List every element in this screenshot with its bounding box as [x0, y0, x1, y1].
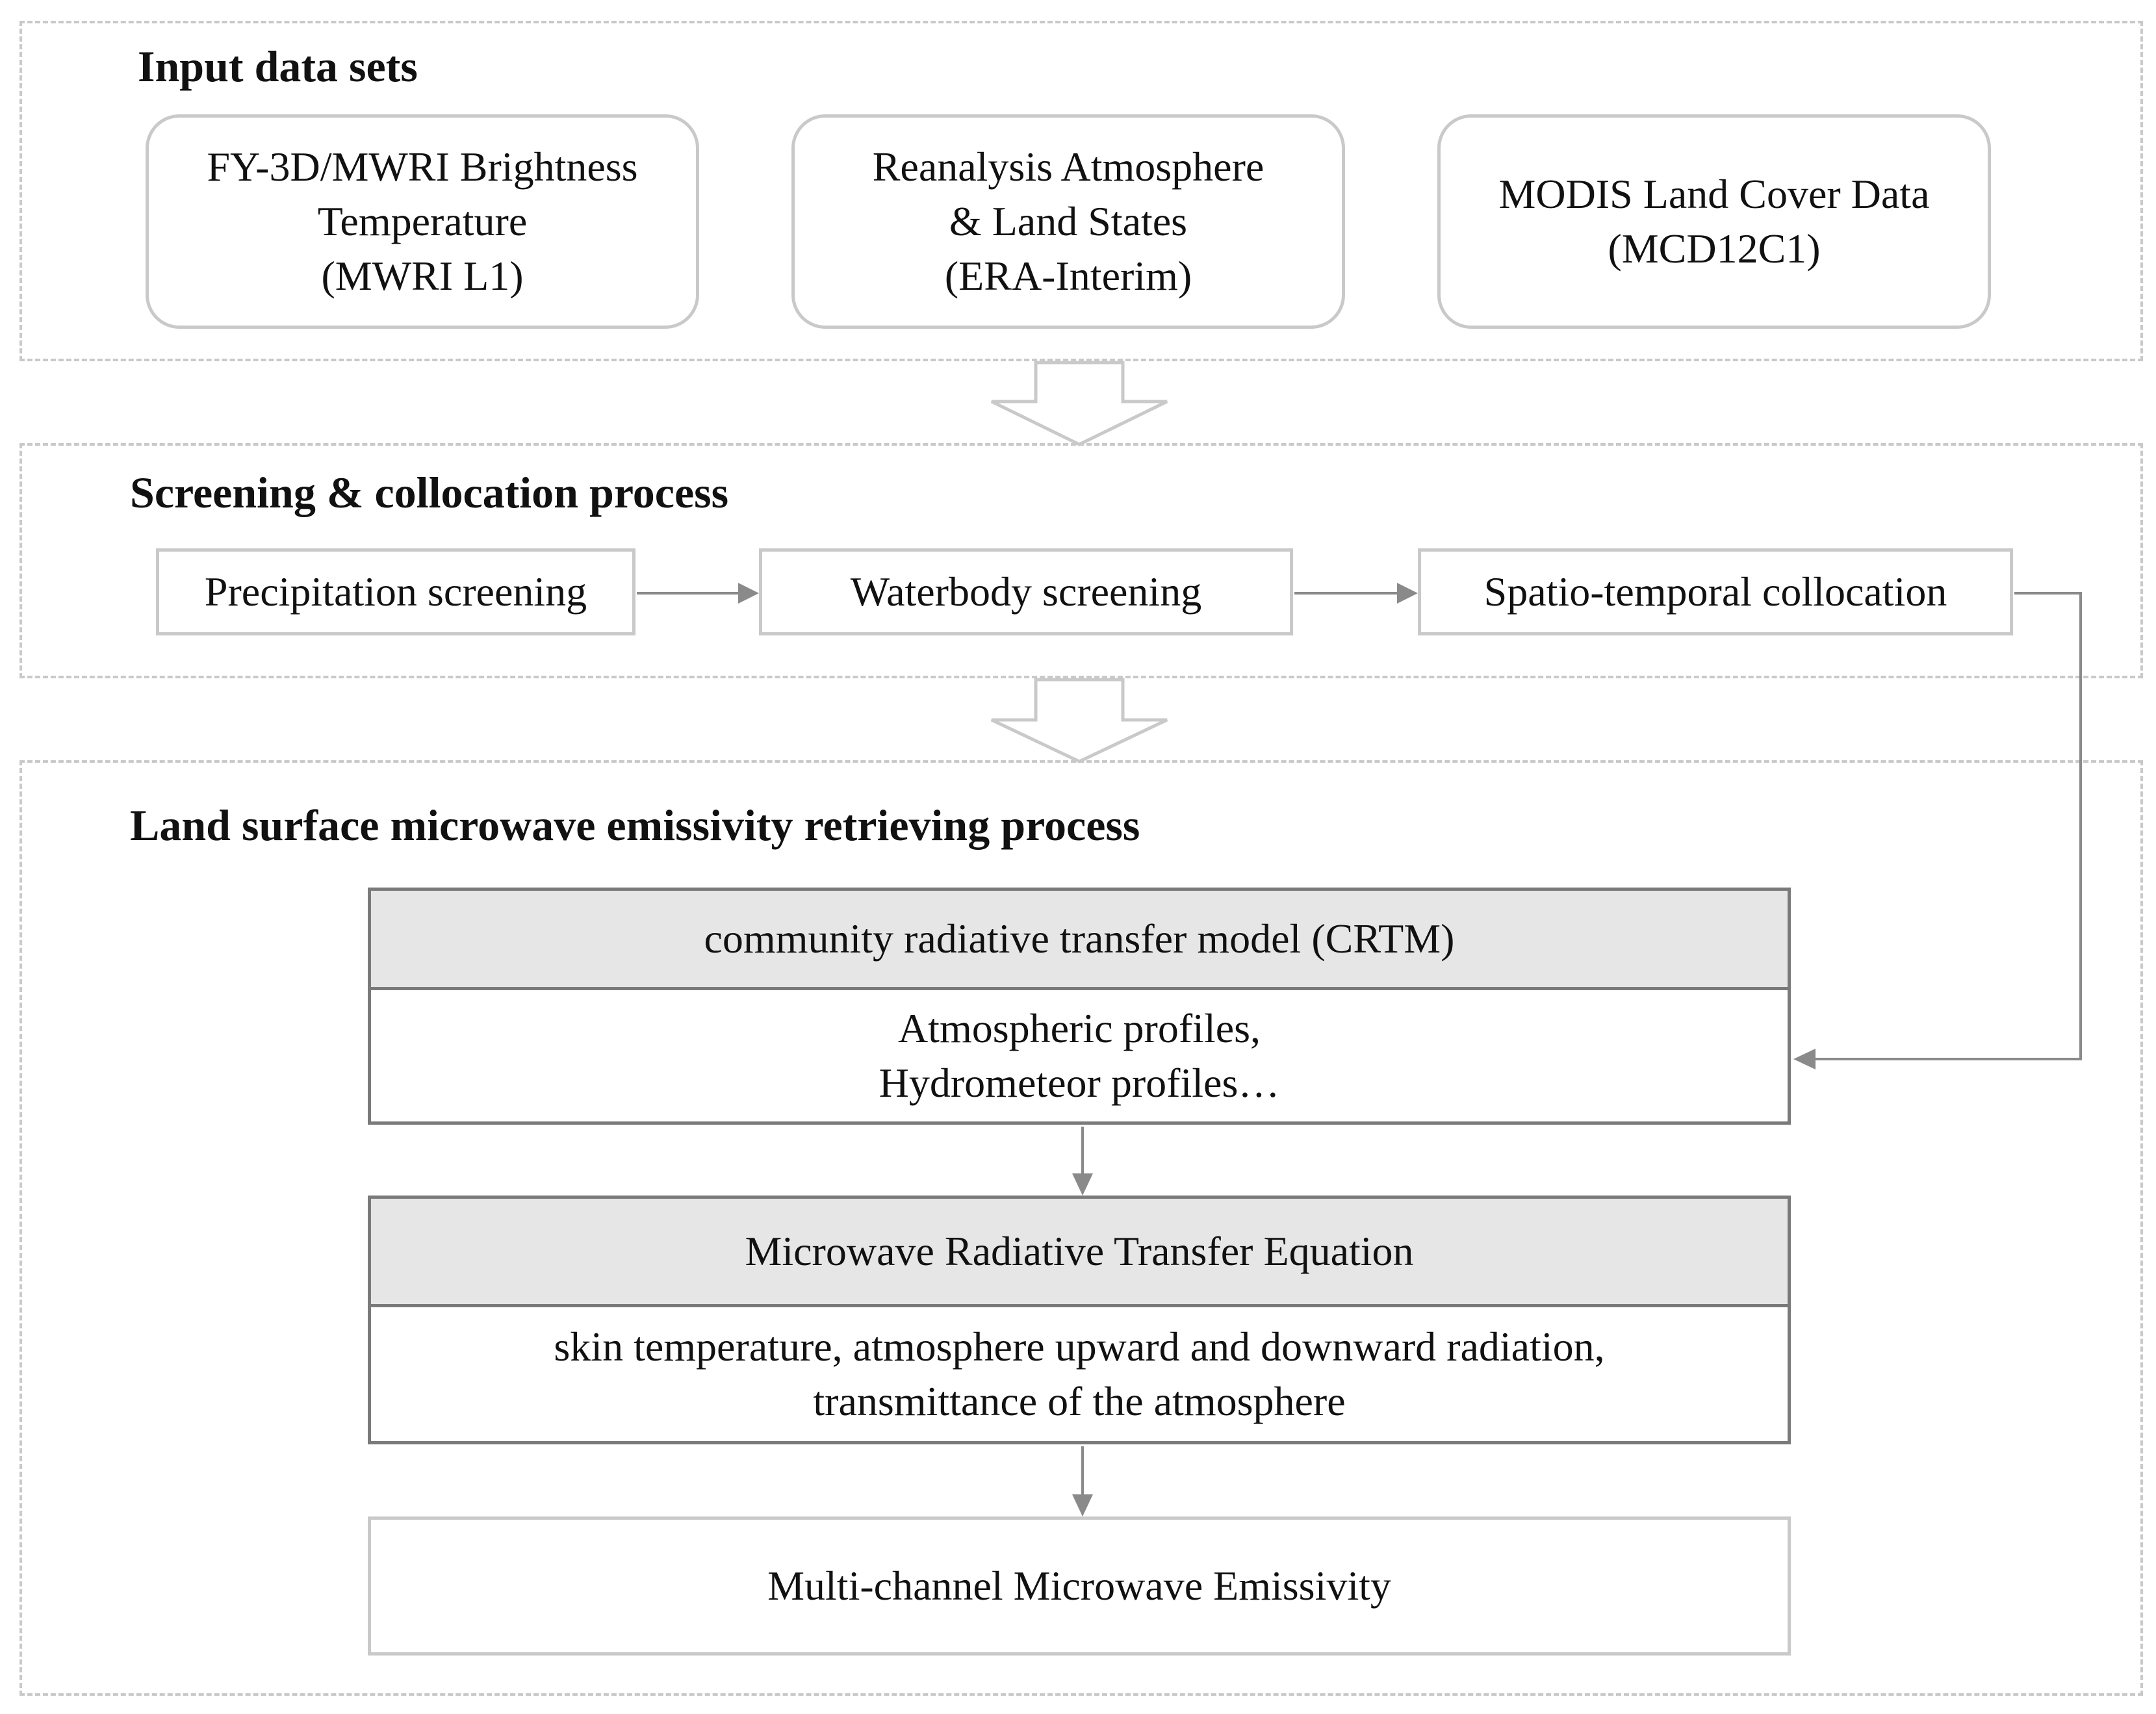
crtm-body: Atmospheric profiles, Hydrometeor profil…: [368, 987, 1791, 1125]
output-emissivity-box: Multi-channel Microwave Emissivity: [368, 1516, 1791, 1656]
mrte-body: skin temperature, atmosphere upward and …: [368, 1304, 1791, 1444]
step-label: Precipitation screening: [204, 569, 587, 615]
arrow-line-colloc-to-crtm: [1813, 592, 2082, 1060]
mrte-header-label: Microwave Radiative Transfer Equation: [745, 1228, 1414, 1274]
input-section-title: Input data sets: [138, 42, 418, 91]
input-box-modis: MODIS Land Cover Data (MCD12C1): [1437, 114, 1991, 329]
screening-section-title: Screening & collocation process: [130, 468, 729, 517]
retrieval-section-title: Land surface microwave emissivity retrie…: [130, 800, 1140, 850]
input-box-era-line: Reanalysis Atmosphere: [872, 144, 1264, 190]
input-box-mwri-line: (MWRI L1): [321, 253, 524, 299]
input-box-modis-line: (MCD12C1): [1608, 225, 1821, 272]
step-precipitation-screening: Precipitation screening: [156, 548, 635, 635]
arrowhead-colloc-to-crtm: [1793, 1049, 1816, 1069]
output-label: Multi-channel Microwave Emissivity: [767, 1563, 1391, 1609]
step-spatio-temporal-collocation: Spatio-temporal collocation: [1418, 548, 2013, 635]
input-box-mwri-line: FY-3D/MWRI Brightness: [207, 144, 638, 190]
arrowhead-mrte-to-output: [1072, 1494, 1093, 1516]
step-label: Spatio-temporal collocation: [1483, 569, 1947, 615]
crtm-header-label: community radiative transfer model (CRTM…: [704, 915, 1455, 962]
crtm-body-line: Atmospheric profiles,: [897, 1005, 1261, 1051]
input-box-era-line: (ERA-Interim): [944, 253, 1192, 299]
arrowhead-crtm-to-mrte: [1072, 1173, 1093, 1196]
mrte-body-line: transmittance of the atmosphere: [813, 1378, 1346, 1424]
arrowhead-precip-to-water: [738, 583, 759, 604]
block-arrow-screening-to-retrieval: [990, 678, 1168, 763]
arrowhead-water-to-colloc: [1397, 583, 1418, 604]
input-box-era-line: & Land States: [949, 198, 1188, 244]
crtm-body-line: Hydrometeor profiles…: [879, 1060, 1280, 1106]
step-label: Waterbody screening: [850, 569, 1202, 615]
block-arrow-input-to-screening: [990, 361, 1168, 446]
step-waterbody-screening: Waterbody screening: [759, 548, 1293, 635]
crtm-header: community radiative transfer model (CRTM…: [368, 888, 1791, 990]
input-box-modis-line: MODIS Land Cover Data: [1498, 171, 1930, 217]
input-box-mwri: FY-3D/MWRI Brightness Temperature (MWRI …: [146, 114, 699, 329]
input-section: [19, 21, 2143, 361]
input-box-era-interim: Reanalysis Atmosphere & Land States (ERA…: [791, 114, 1345, 329]
input-box-mwri-line: Temperature: [317, 198, 528, 244]
mrte-body-line: skin temperature, atmosphere upward and …: [554, 1324, 1605, 1370]
